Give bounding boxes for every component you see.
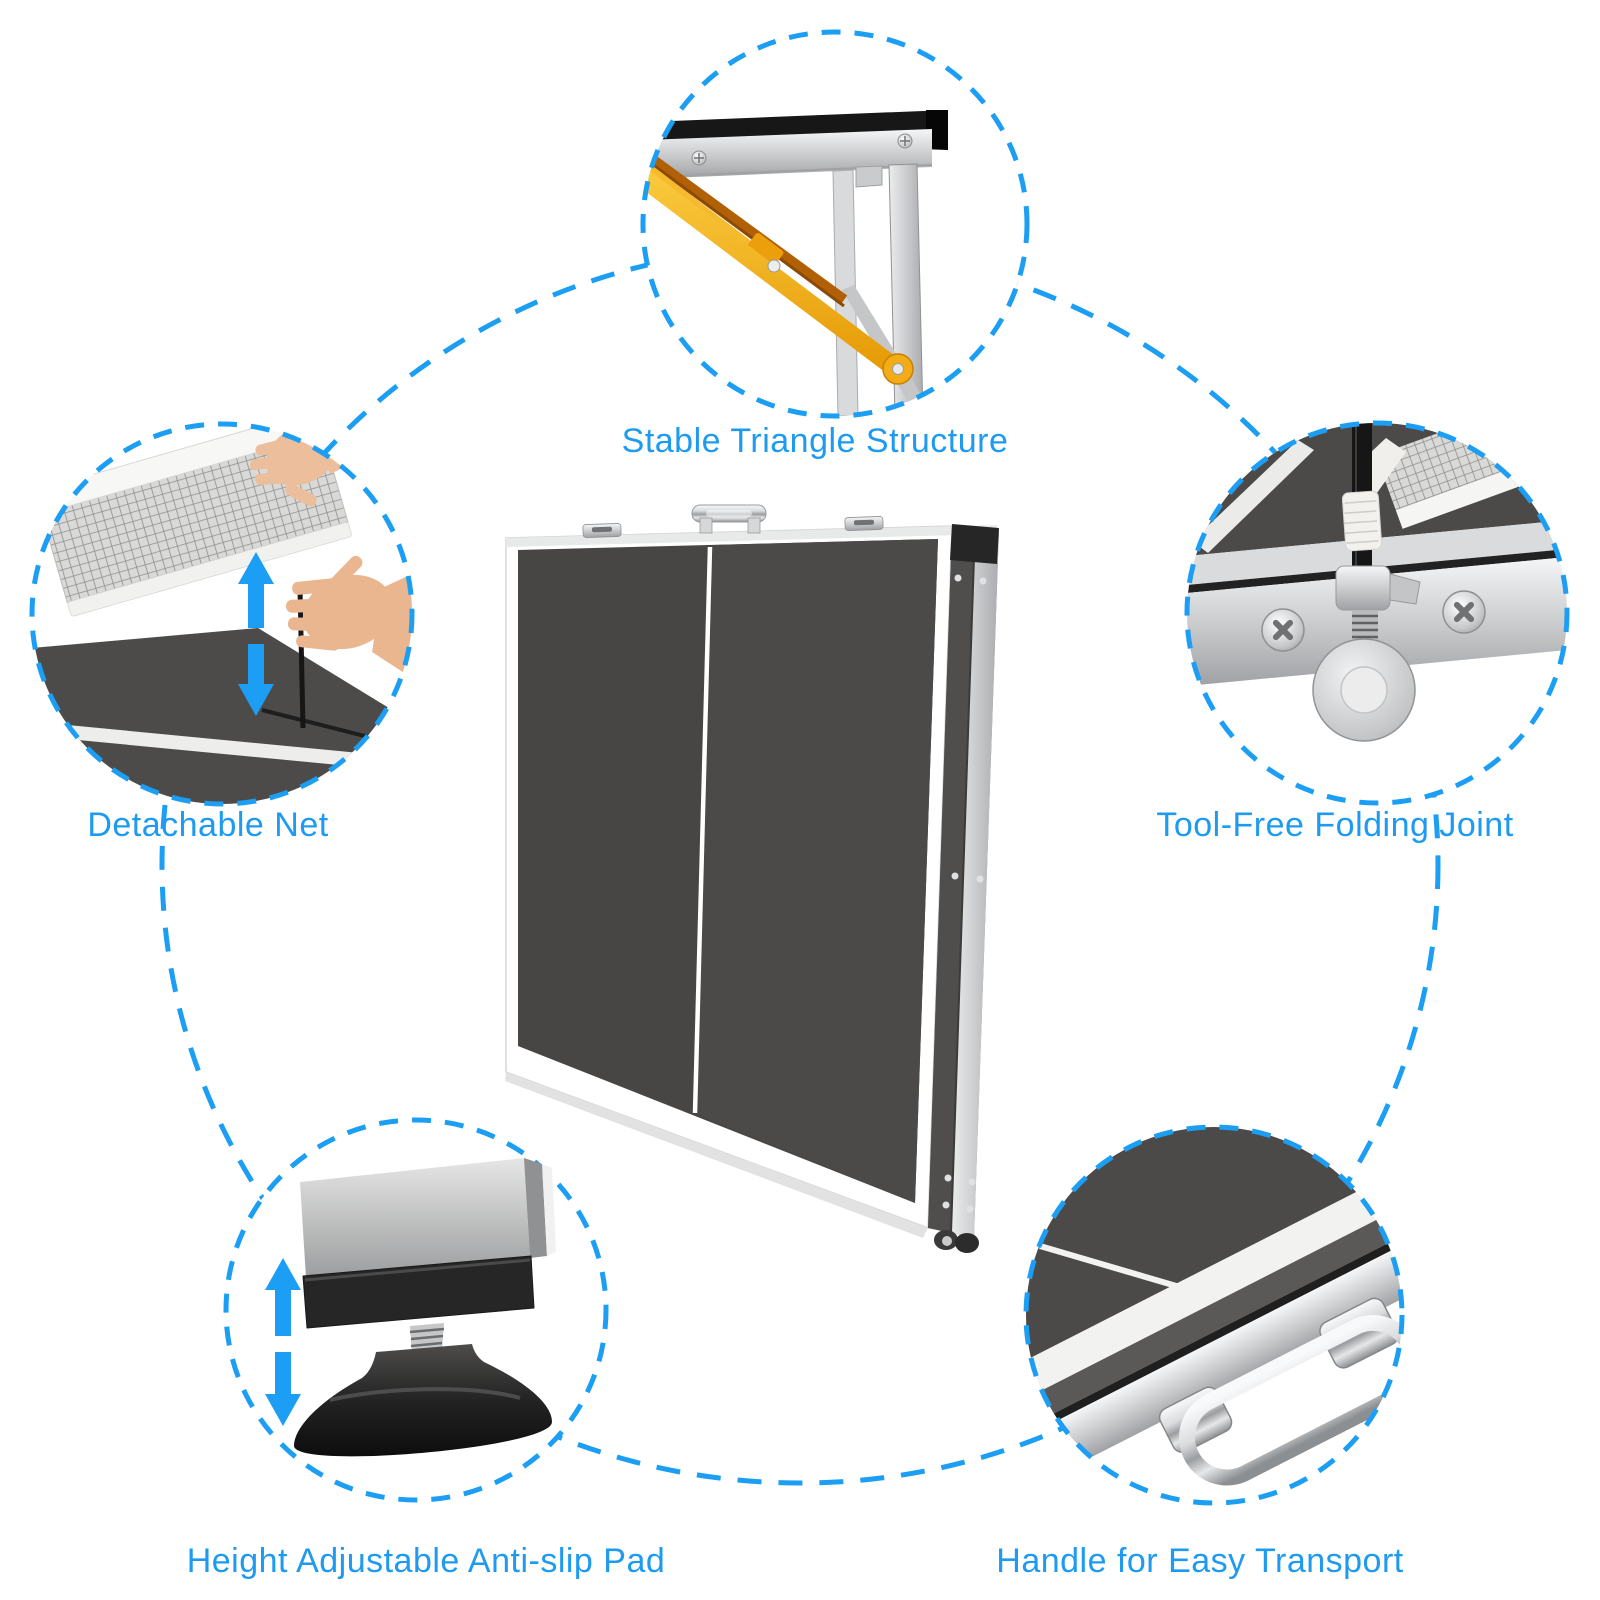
feature-label-detachable-net: Detachable Net bbox=[87, 806, 329, 844]
feature-circle-anti-slip-pad bbox=[223, 1117, 609, 1503]
feature-circle-detachable-net bbox=[29, 421, 415, 807]
carry-handle-photo bbox=[1026, 1127, 1402, 1503]
feature-circle-stable-triangle bbox=[640, 29, 1030, 419]
case-latch bbox=[844, 516, 884, 531]
table-top-handle bbox=[691, 504, 767, 534]
feature-label-stable-triangle-structure: Stable Triangle Structure bbox=[621, 422, 1009, 460]
folding-joint-knob-photo bbox=[1187, 423, 1567, 742]
feature-label-handle-for-easy-transport: Handle for Easy Transport bbox=[996, 1542, 1404, 1580]
case-latch bbox=[582, 523, 622, 538]
leg-rivets bbox=[942, 574, 987, 1213]
table-leg-triangle-brace-photo bbox=[643, 110, 948, 416]
feature-circle-folding-joint bbox=[1184, 420, 1570, 806]
feature-label-tool-free-folding-joint: Tool-Free Folding Joint bbox=[1156, 806, 1514, 844]
double-arrow-up-down-icon bbox=[238, 552, 274, 716]
hand-holding-post bbox=[286, 555, 412, 678]
phillips-screw-icon bbox=[1261, 608, 1305, 652]
feature-circle-carry-handle bbox=[1023, 1124, 1405, 1506]
feature-label-height-adjustable-anti-slip-pad: Height Adjustable Anti-slip Pad bbox=[186, 1542, 666, 1580]
folded-table-photo bbox=[505, 504, 999, 1253]
adjustable-foot-pad-photo bbox=[265, 1158, 556, 1457]
phillips-screw-icon bbox=[1442, 590, 1486, 634]
hands-attaching-net-photo bbox=[32, 424, 412, 804]
double-arrow-up-down-icon bbox=[265, 1258, 301, 1426]
